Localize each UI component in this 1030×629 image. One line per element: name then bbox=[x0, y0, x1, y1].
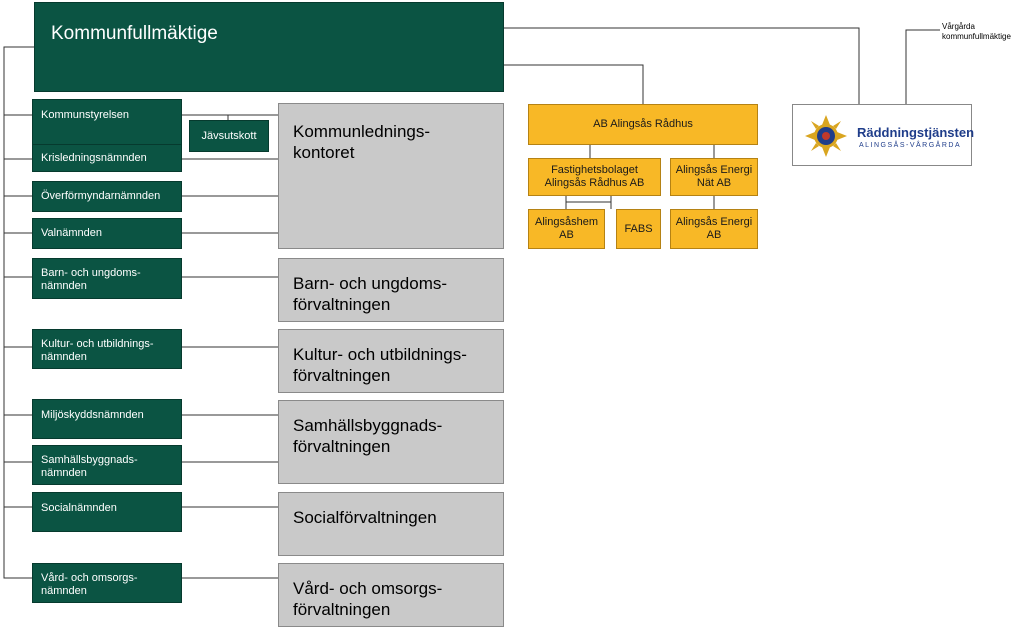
javsutskott-box: Jävsutskott bbox=[189, 120, 269, 152]
admin-barn-ungdom: Barn- och ungdoms- förvaltningen bbox=[278, 258, 504, 322]
rescue-emblem-icon bbox=[805, 115, 847, 157]
admin-samhallsbyggnad: Samhällsbyggnads- förvaltningen bbox=[278, 400, 504, 484]
company-fastighetsbolaget: Fastighetsbolaget Alingsås Rådhus AB bbox=[528, 158, 661, 196]
company-alingsashem: Alingsåshem AB bbox=[528, 209, 605, 249]
committee-krisledningsnamnden: Krisledningsnämnden bbox=[32, 144, 182, 172]
rescue-logo-subtext: ALINGSÅS-VÅRGÅRDA bbox=[859, 142, 962, 149]
rescue-logo-box: Räddningstjänsten ALINGSÅS-VÅRGÅRDA bbox=[792, 104, 975, 166]
company-energi-nat: Alingsås Energi Nät AB bbox=[670, 158, 758, 196]
admin-kommunledningskontoret: Kommunlednings- kontoret bbox=[278, 103, 504, 249]
company-rådhus: AB Alingsås Rådhus bbox=[528, 104, 758, 145]
company-energi-ab: Alingsås Energi AB bbox=[670, 209, 758, 249]
committee-social: Socialnämnden bbox=[32, 492, 182, 532]
committee-vard-omsorg: Vård- och omsorgs- nämnden bbox=[32, 563, 182, 603]
rescue-logo-text: Räddningstjänsten bbox=[857, 125, 975, 140]
vargarda-label: Vårgårda kommunfullmäktige bbox=[942, 22, 1011, 41]
committee-barn-ungdom: Barn- och ungdoms- nämnden bbox=[32, 258, 182, 299]
company-fabs: FABS bbox=[616, 209, 661, 249]
committee-samhallsbyggnad: Samhällsbyggnads- nämnden bbox=[32, 445, 182, 485]
council-title: Kommunfullmäktige bbox=[51, 23, 218, 44]
admin-social: Socialförvaltningen bbox=[278, 492, 504, 556]
committee-valnamnden: Valnämnden bbox=[32, 218, 182, 249]
committee-kultur-utbildning: Kultur- och utbildnings- nämnden bbox=[32, 329, 182, 369]
committee-overformyndarnamnden: Överförmyndarnämnden bbox=[32, 181, 182, 212]
council-box: Kommunfullmäktige bbox=[34, 2, 504, 92]
admin-vard-omsorg: Vård- och omsorgs- förvaltningen bbox=[278, 563, 504, 627]
committee-miljoskydd: Miljöskyddsnämnden bbox=[32, 399, 182, 439]
admin-kultur-utbildning: Kultur- och utbildnings- förvaltningen bbox=[278, 329, 504, 393]
